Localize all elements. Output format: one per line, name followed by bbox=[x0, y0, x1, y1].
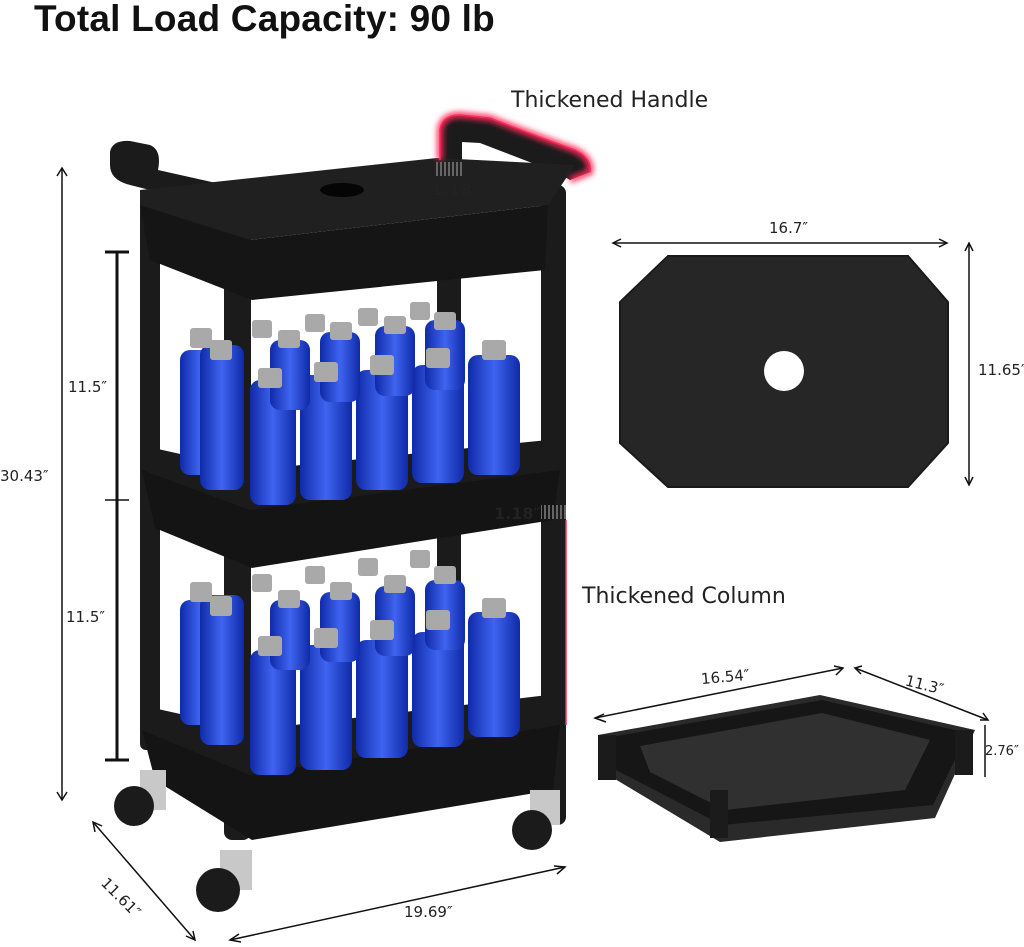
page-title: Total Load Capacity: 90 lb bbox=[34, 0, 495, 39]
bottles-upper bbox=[180, 302, 520, 505]
column-measure-mark bbox=[541, 505, 566, 519]
tier-spacing-lower-label: 11.5″ bbox=[66, 608, 106, 626]
lid-width-label: 16.7″ bbox=[769, 219, 809, 237]
handle-callout: Thickened Handle bbox=[511, 88, 709, 113]
base-width-label: 19.69″ bbox=[404, 903, 453, 921]
cart bbox=[110, 115, 591, 912]
handle-measure-mark bbox=[435, 162, 463, 176]
basket bbox=[598, 695, 975, 842]
column-thickness-label: 1.18″ bbox=[494, 504, 541, 523]
handle-thickness-label: 1.18″ bbox=[432, 180, 479, 199]
dimension-lines bbox=[56, 166, 990, 943]
basket-height-label: 2.76″ bbox=[985, 744, 1019, 759]
highlight-glow bbox=[437, 111, 594, 725]
bottles-lower bbox=[180, 550, 520, 775]
lid-depth-label: 11.65″ bbox=[978, 361, 1024, 379]
total-height-label: 30.43″ bbox=[0, 467, 49, 485]
tier-spacing-upper-label: 11.5″ bbox=[68, 378, 108, 396]
column-callout: Thickened Column bbox=[582, 584, 786, 609]
lid-panel bbox=[619, 255, 949, 488]
